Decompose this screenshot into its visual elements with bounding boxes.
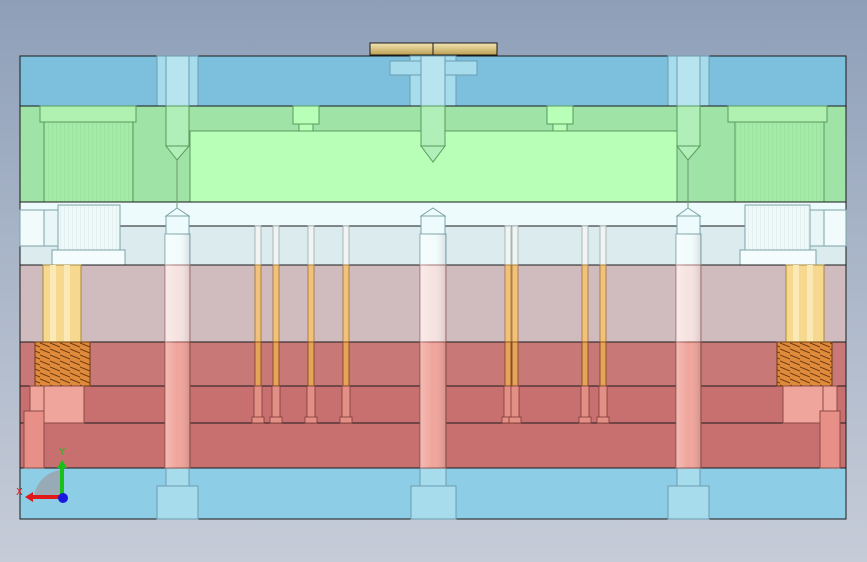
x-arrow-head — [25, 492, 33, 502]
ejector-pin[interactable] — [269, 225, 283, 424]
return-pin-left[interactable] — [164, 207, 191, 469]
x-axis-label: X — [16, 487, 23, 498]
return-pin-center[interactable] — [419, 207, 447, 469]
spring-right[interactable] — [776, 264, 841, 469]
y-arrow-head — [57, 460, 67, 468]
y-axis-label: Y — [58, 447, 66, 458]
z-axis-dot — [58, 493, 68, 503]
guide-pin-left[interactable] — [164, 55, 191, 212]
ejector-pin-group[interactable] — [251, 225, 610, 424]
ejector-pin[interactable] — [251, 225, 265, 424]
ejector-pin[interactable] — [304, 225, 318, 424]
ejector-pin[interactable] — [508, 225, 522, 424]
spring-left[interactable] — [23, 264, 91, 469]
bottom-clamp-plate[interactable] — [19, 467, 847, 520]
return-pin-right[interactable] — [675, 207, 702, 469]
ejector-pin[interactable] — [501, 225, 515, 424]
sprue-puller[interactable] — [420, 55, 446, 163]
ejector-pin[interactable] — [339, 225, 353, 424]
cavity-plate[interactable] — [19, 105, 847, 203]
ejector-pin[interactable] — [596, 225, 610, 424]
ejector-pin[interactable] — [578, 225, 592, 424]
axis-triad: X Y — [16, 447, 68, 503]
triad-plane — [34, 470, 62, 497]
guide-pin-right[interactable] — [675, 55, 702, 212]
